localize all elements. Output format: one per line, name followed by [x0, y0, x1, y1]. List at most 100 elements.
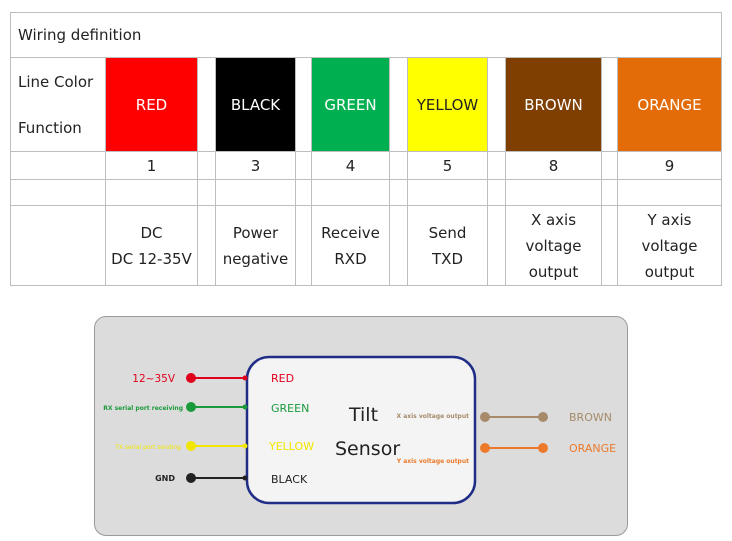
color-name: BROWN	[524, 95, 583, 114]
function-cell-green: Receive RXD	[312, 206, 390, 286]
function-line: Y axis	[647, 210, 692, 229]
gap-cell	[602, 152, 618, 180]
empty-cell	[296, 180, 312, 206]
color-name: BLACK	[230, 95, 281, 114]
color-name: YELLOW	[416, 95, 479, 114]
empty-cell	[10, 180, 106, 206]
wire-brown: X axis voltage output BROWN	[396, 411, 611, 424]
number-cell: 1	[106, 152, 198, 180]
row-label-line-color: Line Color	[18, 72, 94, 91]
swatch-brown: BROWN	[506, 58, 602, 152]
wire-name: BROWN	[569, 411, 612, 424]
wire-red: 12~35V RED	[132, 372, 294, 385]
empty-cell	[198, 180, 216, 206]
color-name: RED	[135, 95, 168, 114]
gap-cell	[296, 206, 312, 286]
function-label-cell	[10, 206, 106, 286]
function-cell-black: Power negative	[216, 206, 296, 286]
sensor-title-line2: Sensor	[335, 438, 400, 460]
terminal-dot-small	[242, 475, 248, 481]
empty-cell	[602, 180, 618, 206]
empty-cell	[106, 180, 198, 206]
function-line: Send	[428, 223, 467, 242]
function-cell-orange: Y axis voltage output	[618, 206, 722, 286]
wire-label: 12~35V	[132, 373, 176, 385]
sensor-box	[245, 355, 477, 505]
wire-orange: Y axis voltage output ORANGE	[396, 442, 616, 465]
function-line: negative	[222, 249, 289, 268]
function-line: DC 12-35V	[111, 249, 192, 268]
function-line: X axis	[530, 210, 577, 229]
gap-cell	[198, 152, 216, 180]
terminal-dot	[186, 441, 196, 451]
row-label-function: Function	[18, 118, 82, 137]
table-title-text: Wiring definition	[18, 25, 142, 44]
gap-cell	[390, 152, 408, 180]
color-name: GREEN	[324, 95, 377, 114]
gap-cell	[390, 58, 408, 152]
empty-cell	[488, 180, 506, 206]
empty-cell	[390, 180, 408, 206]
wire-label: Y axis voltage output	[396, 458, 469, 465]
pin-number: 9	[664, 156, 675, 175]
function-line: output	[528, 262, 579, 281]
swatch-green: GREEN	[312, 58, 390, 152]
swatch-black: BLACK	[216, 58, 296, 152]
gap-cell	[488, 206, 506, 286]
function-cell-brown: X axis voltage output	[506, 206, 602, 286]
empty-cell	[312, 180, 390, 206]
terminal-dot	[480, 443, 490, 453]
empty-cell	[216, 180, 296, 206]
number-cell: 5	[408, 152, 488, 180]
gap-cell	[602, 206, 618, 286]
terminal-dot-small	[242, 375, 248, 381]
wire-green: RX serial port receiving GREEN	[103, 402, 309, 415]
terminal-dot	[186, 473, 196, 483]
gap-cell	[488, 152, 506, 180]
function-line: voltage	[641, 236, 698, 255]
function-line: TXD	[432, 249, 463, 268]
sensor-title-line1: Tilt	[348, 404, 378, 426]
wire-label: TX serial port sending	[114, 444, 181, 451]
gap-cell	[296, 58, 312, 152]
wire-name: BLACK	[271, 473, 308, 486]
terminal-dot-small	[242, 404, 248, 410]
wire-label: RX serial port receiving	[103, 405, 183, 412]
table-frame	[10, 12, 722, 286]
swatch-orange: ORANGE	[618, 58, 722, 152]
wiring-diagram-svg: Tilt Sensor 12~35V RED RX serial port re…	[103, 355, 616, 505]
terminal-dot	[538, 443, 548, 453]
wire-black: GND BLACK	[155, 473, 308, 486]
empty-cell	[408, 180, 488, 206]
table-title: Wiring definition	[10, 12, 722, 58]
wiring-diagram-panel: Tilt Sensor 12~35V RED RX serial port re…	[94, 316, 628, 536]
wire-name: GREEN	[271, 402, 309, 415]
wire-yellow: TX serial port sending YELLOW	[114, 440, 314, 453]
wiring-table: Wiring definition Line Color Function RE…	[10, 12, 722, 286]
terminal-dot	[186, 402, 196, 412]
terminal-dot	[480, 412, 490, 422]
gap-cell	[296, 152, 312, 180]
empty-cell	[618, 180, 722, 206]
wire-name: RED	[271, 372, 294, 385]
pin-number: 1	[146, 156, 157, 175]
pin-number: 3	[250, 156, 261, 175]
empty-cell	[506, 180, 602, 206]
gap-cell	[390, 206, 408, 286]
number-label-cell	[10, 152, 106, 180]
terminal-dot	[186, 373, 196, 383]
pin-number: 5	[442, 156, 453, 175]
function-line: output	[644, 262, 695, 281]
function-cell-yellow: Send TXD	[408, 206, 488, 286]
number-cell: 9	[618, 152, 722, 180]
color-name: ORANGE	[637, 95, 702, 114]
number-cell: 3	[216, 152, 296, 180]
function-line: DC	[140, 223, 163, 242]
function-line: RXD	[334, 249, 367, 268]
gap-cell	[602, 58, 618, 152]
function-cell-red: DC DC 12-35V	[106, 206, 198, 286]
wire-name: YELLOW	[268, 440, 314, 453]
wire-label: GND	[155, 474, 175, 483]
terminal-dot-small	[242, 443, 248, 449]
function-line: Receive	[321, 223, 380, 242]
